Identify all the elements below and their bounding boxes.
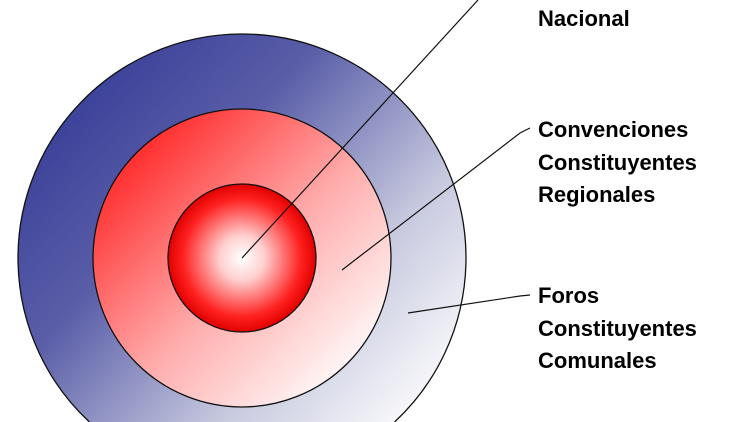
label-line: Convenciones <box>538 117 689 142</box>
label-line: Constituyentes <box>538 315 697 341</box>
label-line: Constituyentes <box>538 149 697 175</box>
label-line: Nacional <box>538 6 630 31</box>
label-line: Comunales <box>538 348 657 373</box>
leader-line-regionales <box>341 127 531 271</box>
label-nacional: Nacional <box>538 3 630 36</box>
outer-ring-outline <box>17 33 467 422</box>
label-line: Foros <box>538 283 600 308</box>
label-convenciones-regionales: Convenciones Constituyentes Regionales <box>538 114 697 212</box>
leader-line-comunales <box>407 294 531 314</box>
label-line: Regionales <box>538 182 656 207</box>
leader-line-nacional <box>241 0 479 259</box>
label-foros-comunales: Foros Constituyentes Comunales <box>538 280 697 378</box>
